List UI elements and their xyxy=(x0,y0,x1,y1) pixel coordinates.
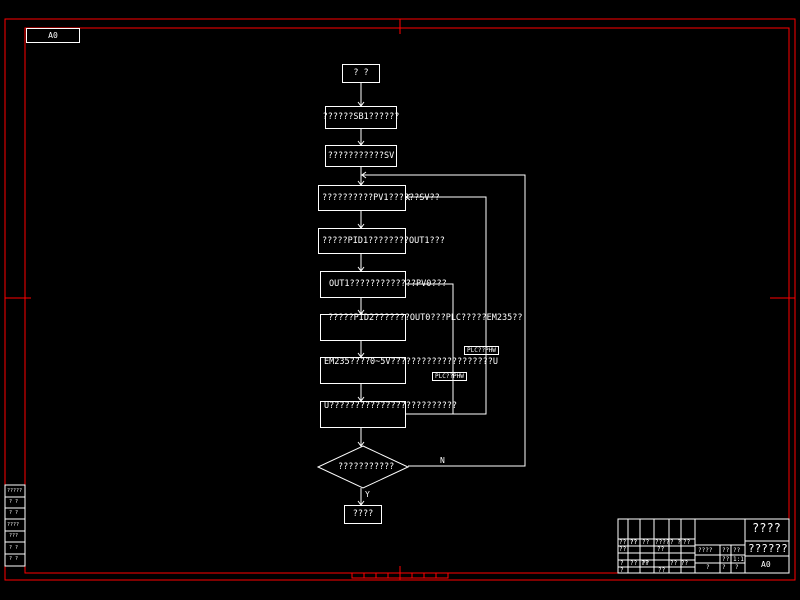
title-cell-11: ?? xyxy=(733,547,741,554)
flow-connectors xyxy=(360,83,526,505)
flow-end-node: ???? xyxy=(344,505,382,524)
title-cell-6: ?? xyxy=(683,539,691,546)
title-drawing-name-2: ?????? xyxy=(748,542,788,555)
title-cell-10: ?? xyxy=(722,547,730,554)
flow-step-4-text: ?????PID1????????OUT1??? xyxy=(322,235,445,246)
title-cell-4: ???? xyxy=(655,539,670,546)
decision-text: ??????????? xyxy=(338,462,395,472)
sheet-size-label: A0 xyxy=(26,28,80,43)
title-cell-1: ?? ?? xyxy=(619,539,638,546)
decision-diamond xyxy=(316,445,410,489)
title-cell-8: ?? xyxy=(657,546,665,553)
title-cell-16: ? xyxy=(722,564,726,571)
side-row-2: ? ? xyxy=(9,499,19,505)
title-cell-9: ???? xyxy=(698,547,713,554)
title-block-grid xyxy=(617,518,790,574)
flow-step-7: EM235????0~5V????????????????????U xyxy=(320,357,498,384)
flow-step-2-text: ???????????SV xyxy=(327,150,395,161)
side-row-6: ? ? xyxy=(9,545,19,551)
flow-step-6: ?????PID2???????OUT0???PLC?????EM235?? xyxy=(320,314,522,341)
branch-no-label: N xyxy=(440,456,445,465)
inner-frame xyxy=(24,27,790,574)
title-cell-14: 1:1 xyxy=(733,556,744,563)
title-drawing-name: ???? xyxy=(752,521,781,535)
flow-step-1-text: ??????SB1?????? xyxy=(322,112,400,123)
title-cell-13: ?? xyxy=(722,556,730,563)
flow-step-5: OUT1?????????????PV0??? xyxy=(320,271,447,298)
side-row-4: ???? xyxy=(7,522,20,528)
title-cell-21: ?? xyxy=(642,560,650,567)
flow-step-4: ?????PID1????????OUT1??? xyxy=(318,228,445,254)
branch-yes-label: Y xyxy=(365,490,370,499)
flow-end-text: ???? xyxy=(352,509,374,520)
plc-tag-2: PLC??PHW xyxy=(432,372,467,381)
title-sheet-size: A0 xyxy=(761,560,771,569)
side-row-1: ????? xyxy=(7,488,23,494)
flow-step-3: ??????????PV1??????SV?? xyxy=(318,185,440,211)
flow-step-1: ??????SB1?????? xyxy=(322,106,400,129)
title-cell-7: ?? xyxy=(619,546,627,553)
title-cell-3: ?? xyxy=(642,539,650,546)
flow-step-6-text: ?????PID2???????OUT0???PLC?????EM235?? xyxy=(328,313,523,323)
flow-start-text: ? ? xyxy=(353,68,369,79)
side-row-3: ? ? xyxy=(9,510,19,516)
flow-step-7-text: EM235????0~5V????????????????????U xyxy=(324,357,498,367)
title-cell-22: ?? ?? xyxy=(670,560,689,567)
title-cell-19: ?? xyxy=(658,567,666,574)
side-row-5: ??? xyxy=(9,533,19,539)
plc-tag-1: PLC??PHW xyxy=(464,346,499,355)
flow-step-5-text: OUT1?????????????PV0??? xyxy=(329,279,447,290)
flow-step-8: U????????????????????????? xyxy=(320,401,457,428)
flow-step-8-text: U????????????????????????? xyxy=(324,401,458,411)
flow-start-node: ? ? xyxy=(342,64,380,83)
bottom-ruler xyxy=(351,572,449,579)
title-cell-12: ? xyxy=(620,560,624,567)
title-cell-15: ? xyxy=(706,564,710,571)
side-row-7: ? ? xyxy=(9,556,19,562)
title-cell-2: ?? xyxy=(630,539,638,546)
flow-step-3-text: ??????????PV1??????SV?? xyxy=(322,192,440,203)
flow-step-2: ???????????SV xyxy=(325,145,397,167)
title-cell-5: ? ? xyxy=(670,539,681,546)
outer-frame xyxy=(4,18,796,581)
side-table-grid xyxy=(4,484,26,567)
title-cell-18: ? xyxy=(620,567,624,574)
title-cell-20: ?? ?? xyxy=(630,560,649,567)
title-cell-17: ? xyxy=(735,564,739,571)
